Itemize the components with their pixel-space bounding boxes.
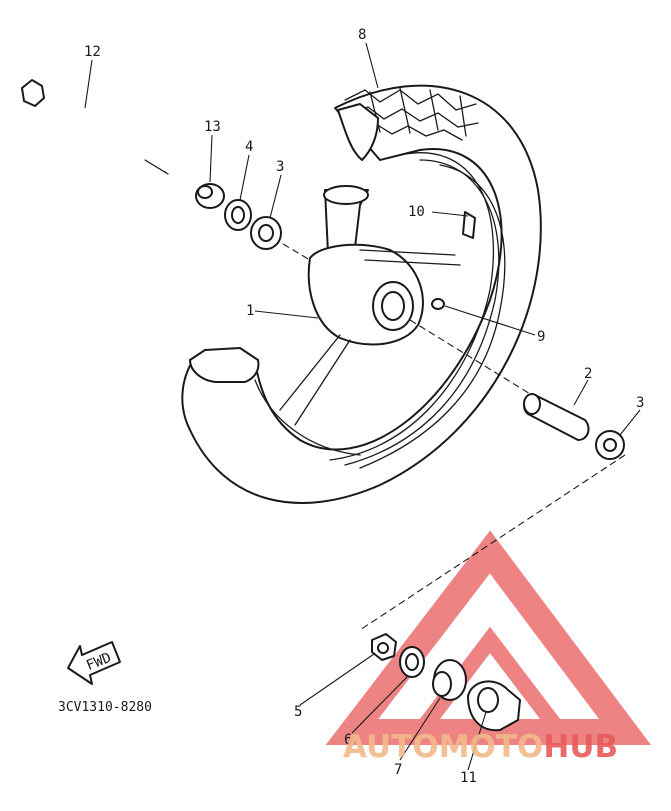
bearing-right (595, 430, 625, 460)
retainer (371, 633, 397, 661)
leader-lines (84, 42, 641, 771)
callout-5: 5 (294, 704, 302, 720)
callout-12: 12 (84, 44, 101, 60)
callout-7: 7 (394, 762, 402, 778)
hub (279, 185, 476, 426)
watermark-part1: AUTOMOTO (343, 729, 543, 765)
callout-13: 13 (204, 119, 221, 135)
axle (21, 79, 169, 175)
callout-6: 6 (344, 732, 352, 748)
callout-10: 10 (408, 204, 425, 220)
watermark-text: AUTOMOTOHUB (343, 729, 618, 765)
collar (195, 183, 225, 209)
meter-gear-unit (467, 680, 521, 732)
callout-4: 4 (245, 139, 253, 155)
oil-seal-left (224, 199, 252, 231)
callout-8: 8 (358, 27, 366, 43)
callout-2: 2 (584, 366, 592, 382)
bearing-left (250, 216, 282, 250)
diagram-code: 3CV1310-8280 (58, 700, 152, 715)
callout-3-right: 3 (636, 395, 644, 411)
spacer (523, 393, 590, 441)
callout-9: 9 (537, 329, 545, 345)
tire (181, 84, 542, 504)
oil-seal-lower (399, 646, 425, 678)
bearing-lower (432, 659, 467, 701)
watermark-part2: HUB (543, 729, 618, 765)
callout-1: 1 (246, 303, 254, 319)
callout-11: 11 (460, 770, 477, 786)
callout-labels: 12 8 13 4 3 10 1 9 2 3 5 6 7 11 (84, 27, 644, 786)
fwd-arrow: FWD (67, 641, 121, 685)
callout-3-left: 3 (276, 159, 284, 175)
